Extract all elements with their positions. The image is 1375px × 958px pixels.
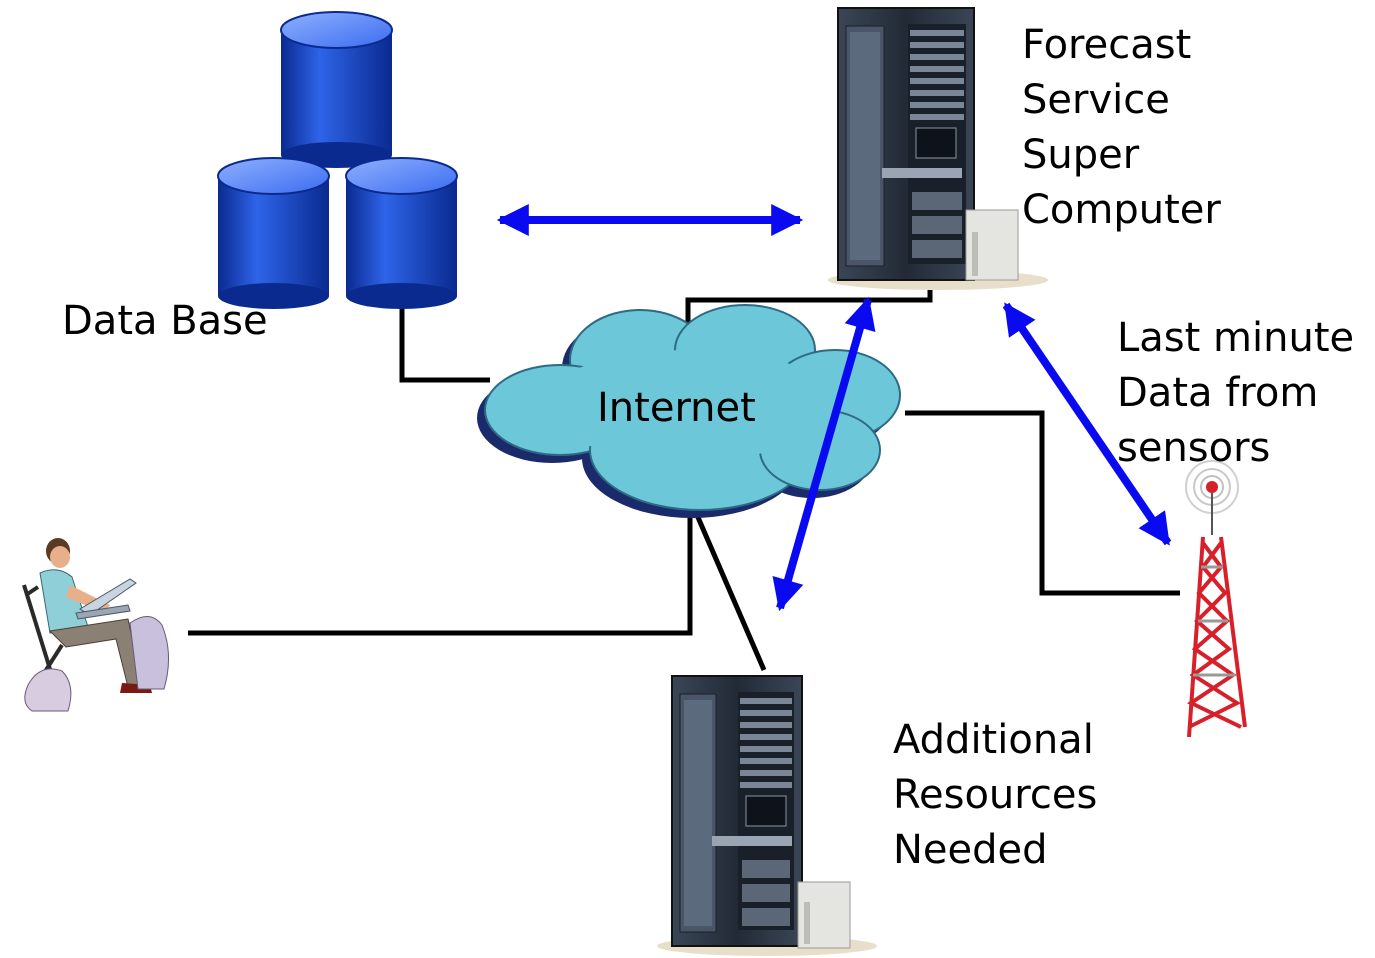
resources-label-line: Needed — [893, 827, 1048, 873]
data-flow-arrows — [496, 204, 1172, 612]
supercomputer-icon — [828, 7, 1048, 290]
database-icon — [217, 11, 458, 309]
additional-resources-label: Additional Resources Needed — [893, 713, 1097, 878]
arrow-forecast-resources — [772, 296, 876, 612]
line-database-internet — [399, 298, 490, 383]
laptop-user-icon — [10, 535, 186, 717]
internet-label: Internet — [597, 385, 756, 431]
resources-label-line: Resources — [893, 772, 1098, 818]
server-rack-icon — [657, 675, 877, 956]
arrow-forecast-sensors — [1002, 302, 1172, 546]
sensor-label-line: Data from — [1117, 370, 1319, 416]
forecast-label-line: Forecast — [1022, 22, 1192, 68]
radio-tower-icon — [1185, 460, 1247, 738]
sensor-data-label: Last minute Data from sensors — [1117, 311, 1354, 476]
resources-label-line: Additional — [893, 717, 1094, 763]
database-label: Data Base — [62, 298, 268, 344]
forecast-label-line: Service — [1022, 77, 1170, 123]
line-internet-resources — [694, 514, 767, 671]
forecast-service-label: Forecast Service Super Computer — [1022, 18, 1221, 238]
line-user-internet — [188, 515, 693, 636]
forecast-label-line: Computer — [1022, 187, 1221, 233]
forecast-label-line: Super — [1022, 132, 1140, 178]
sensor-label-line: sensors — [1117, 425, 1271, 471]
sensor-label-line: Last minute — [1117, 315, 1355, 361]
